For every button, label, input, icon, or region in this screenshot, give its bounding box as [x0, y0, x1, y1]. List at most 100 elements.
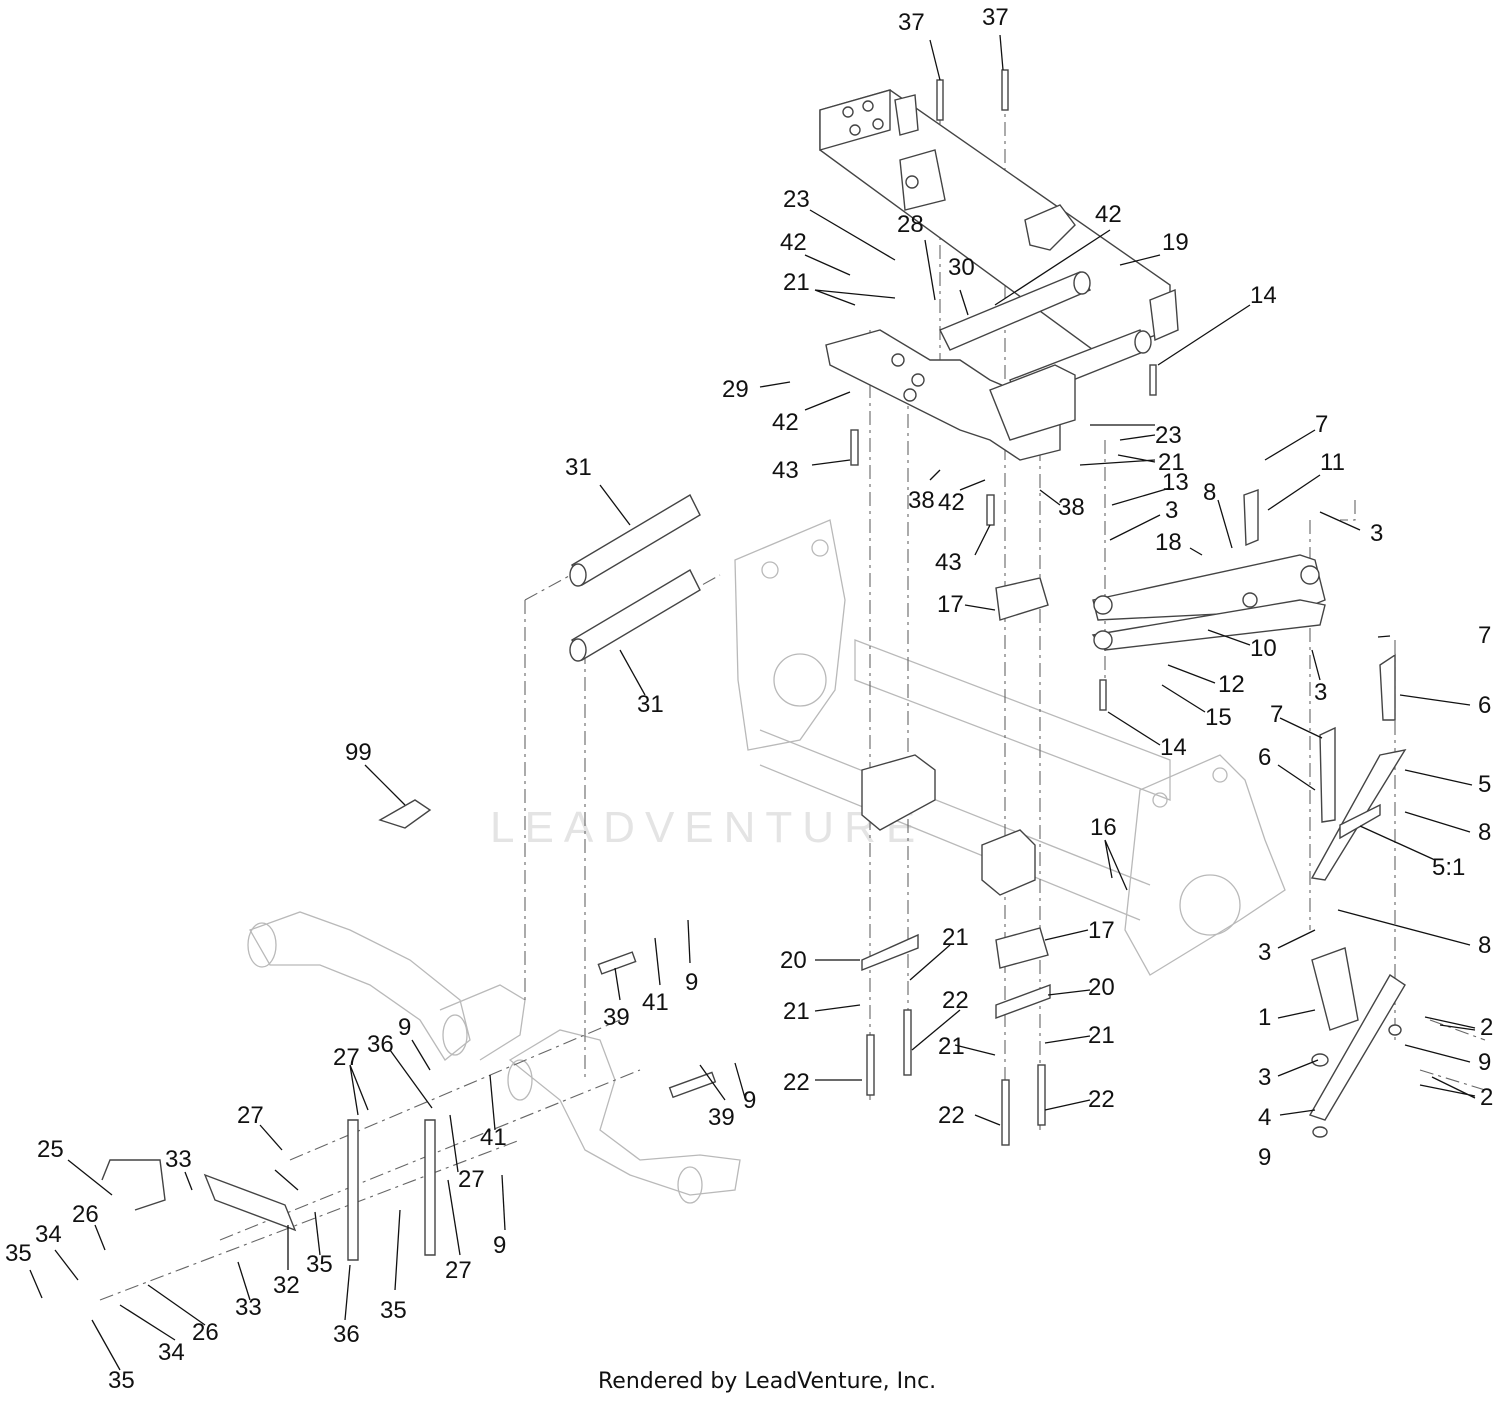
- callout-14: 14: [1250, 282, 1277, 309]
- leader-lines: [29, 34, 1476, 1371]
- callout-9: 9: [743, 1087, 756, 1114]
- callout-35: 35: [306, 1251, 333, 1278]
- lower-links: [1308, 726, 1407, 1138]
- callout-11: 11: [1320, 449, 1345, 476]
- callout-20: 20: [1088, 974, 1115, 1001]
- callout-21: 21: [783, 998, 810, 1025]
- callout-41: 41: [480, 1124, 507, 1151]
- callout-8: 8: [1478, 932, 1491, 959]
- callout-28: 28: [897, 211, 924, 238]
- callout-7: 7: [1478, 622, 1491, 649]
- callout-12: 12: [1218, 671, 1245, 698]
- callout-38: 38: [908, 487, 935, 514]
- callout-9: 9: [493, 1232, 506, 1259]
- callout-7: 7: [1270, 701, 1283, 728]
- callout-25: 25: [37, 1136, 64, 1163]
- callout-18: 18: [1155, 529, 1182, 556]
- callout-7: 7: [1315, 411, 1328, 438]
- callout-33: 33: [165, 1146, 192, 1173]
- callout-2: 2: [1480, 1014, 1493, 1041]
- callout-43: 43: [935, 549, 962, 576]
- callout-3: 3: [1370, 520, 1383, 547]
- callout-20: 20: [780, 947, 807, 974]
- callout-35: 35: [380, 1297, 407, 1324]
- callout-8: 8: [1478, 819, 1491, 846]
- callout-35: 35: [108, 1367, 135, 1394]
- callout-37: 37: [898, 9, 925, 36]
- callout-5: 5: [1478, 771, 1491, 798]
- lift-handle-and-chains: [101, 799, 436, 1261]
- callout-39: 39: [708, 1104, 735, 1131]
- callout-22: 22: [783, 1069, 810, 1096]
- callout-3: 3: [1258, 939, 1271, 966]
- callout-26: 26: [72, 1201, 99, 1228]
- callout-42: 42: [938, 489, 965, 516]
- callout-43: 43: [772, 457, 799, 484]
- upper-frame: [819, 89, 1179, 461]
- callout-5-1: 5:1: [1432, 854, 1465, 881]
- callout-38: 38: [1058, 494, 1085, 521]
- callout-27: 27: [458, 1166, 485, 1193]
- callout-29: 29: [722, 376, 749, 403]
- callout-27: 27: [333, 1044, 360, 1071]
- callout-14: 14: [1160, 734, 1187, 761]
- callout-6: 6: [1478, 692, 1491, 719]
- callout-21: 21: [942, 924, 969, 951]
- callout-21: 21: [783, 269, 810, 296]
- callout-3: 3: [1258, 1064, 1271, 1091]
- callout-26: 26: [192, 1319, 219, 1346]
- callout-36: 36: [367, 1031, 394, 1058]
- callout-31: 31: [565, 454, 592, 481]
- callout-13: 13: [1162, 469, 1189, 496]
- callout-22: 22: [942, 987, 969, 1014]
- watermark-text: LEADVENTURE: [490, 803, 925, 852]
- pivot-link-arms: [1091, 489, 1396, 721]
- callout-23: 23: [783, 186, 810, 213]
- callout-42: 42: [772, 409, 799, 436]
- callout-15: 15: [1205, 704, 1232, 731]
- callout-19: 19: [1162, 229, 1189, 256]
- callout-3: 3: [1165, 497, 1178, 524]
- callout-9: 9: [398, 1014, 411, 1041]
- callout-6: 6: [1258, 744, 1271, 771]
- callout-41: 41: [642, 989, 669, 1016]
- callout-27: 27: [445, 1257, 472, 1284]
- callout-42: 42: [780, 229, 807, 256]
- callout-34: 34: [158, 1339, 185, 1366]
- callout-labels: 37 37 23 28 42 19 42 21 30 14 29 42 23 2…: [5, 4, 1493, 1394]
- callout-9: 9: [1478, 1049, 1491, 1076]
- callout-22: 22: [1088, 1086, 1115, 1113]
- callout-21: 21: [938, 1033, 965, 1060]
- callout-1: 1: [1258, 1004, 1271, 1031]
- callout-42: 42: [1095, 201, 1122, 228]
- footer-credit: Rendered by LeadVenture, Inc.: [598, 1369, 936, 1394]
- callout-16: 16: [1090, 814, 1117, 841]
- callout-99: 99: [345, 739, 372, 766]
- right-lift-arm-outline: [507, 1029, 741, 1204]
- callout-21: 21: [1158, 449, 1185, 476]
- callout-8: 8: [1203, 479, 1216, 506]
- callout-3: 3: [1314, 679, 1327, 706]
- bolts: [597, 69, 1157, 1146]
- callout-9: 9: [1258, 1144, 1271, 1171]
- callout-30: 30: [948, 254, 975, 281]
- callout-23: 23: [1155, 422, 1182, 449]
- callout-35: 35: [5, 1240, 32, 1267]
- callout-37: 37: [982, 4, 1009, 31]
- callout-32: 32: [273, 1272, 300, 1299]
- callout-4: 4: [1258, 1104, 1271, 1131]
- callout-2: 2: [1480, 1084, 1493, 1111]
- callout-22: 22: [938, 1102, 965, 1129]
- callout-17: 17: [1088, 917, 1115, 944]
- spacer-tubes: [569, 494, 701, 662]
- callout-9: 9: [685, 969, 698, 996]
- callout-10: 10: [1250, 635, 1277, 662]
- callout-33: 33: [235, 1294, 262, 1321]
- pillow-block-bearings: [861, 577, 1051, 1020]
- callout-21: 21: [1088, 1022, 1115, 1049]
- callout-31: 31: [637, 691, 664, 718]
- callout-39: 39: [603, 1004, 630, 1031]
- callout-27: 27: [237, 1102, 264, 1129]
- callout-34: 34: [35, 1221, 62, 1248]
